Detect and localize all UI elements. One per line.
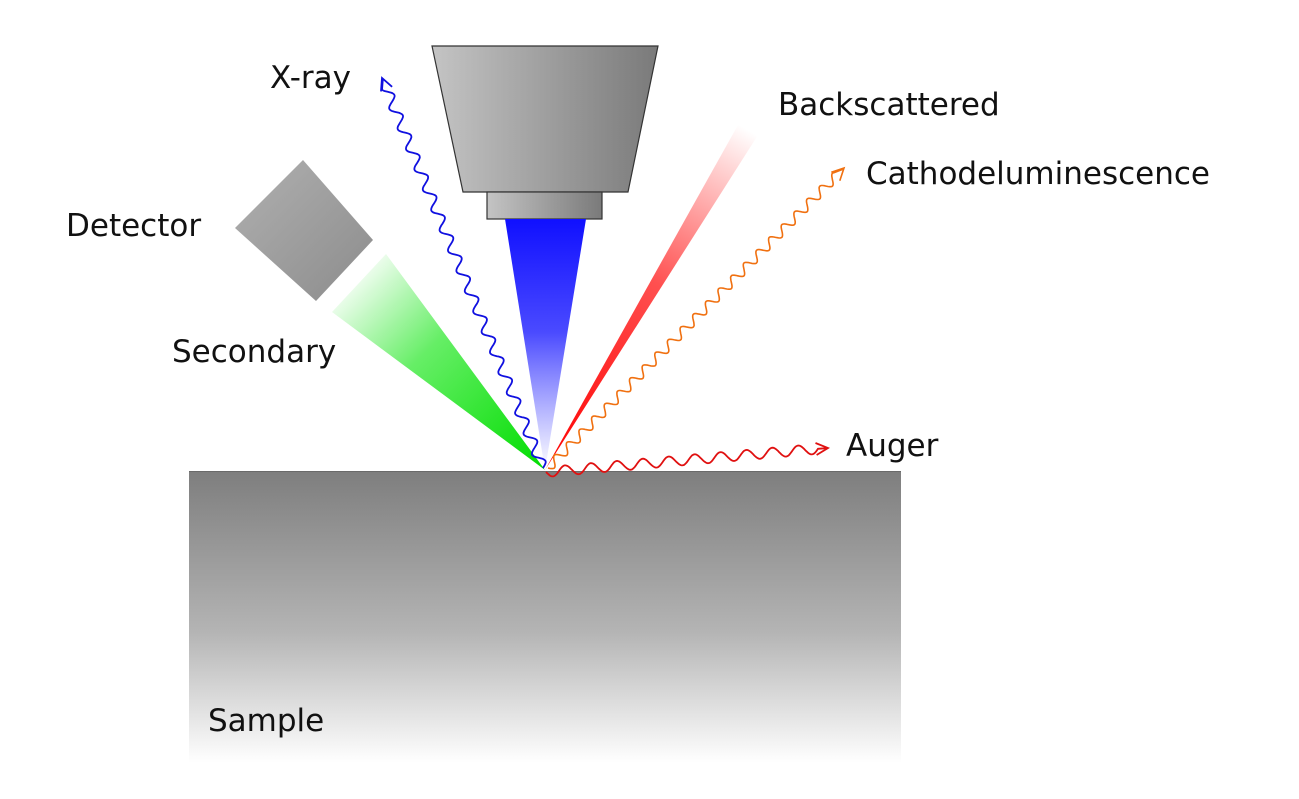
xray-wave (381, 79, 547, 469)
label-xray: X-ray (270, 60, 351, 96)
backscattered-beam (545, 125, 758, 470)
label-sample: Sample (208, 703, 324, 739)
auger-arrowhead (815, 442, 830, 456)
label-detector: Detector (66, 208, 201, 244)
label-auger: Auger (846, 428, 939, 464)
lens-aperture (486, 191, 603, 220)
label-secondary: Secondary (172, 334, 336, 370)
cathodoluminescence-wave (547, 168, 843, 470)
label-backscattered: Backscattered (778, 87, 1000, 123)
electron-beam (505, 219, 586, 470)
xray-arrowhead (380, 76, 393, 92)
label-cathodoluminescence: Cathodeluminescence (866, 156, 1210, 192)
auger-wave (545, 444, 827, 478)
cathodoluminescence-arrowhead (831, 166, 846, 182)
sample-block (189, 471, 901, 763)
secondary-beam (332, 254, 545, 470)
objective-lens (431, 45, 659, 193)
detector (235, 160, 373, 301)
